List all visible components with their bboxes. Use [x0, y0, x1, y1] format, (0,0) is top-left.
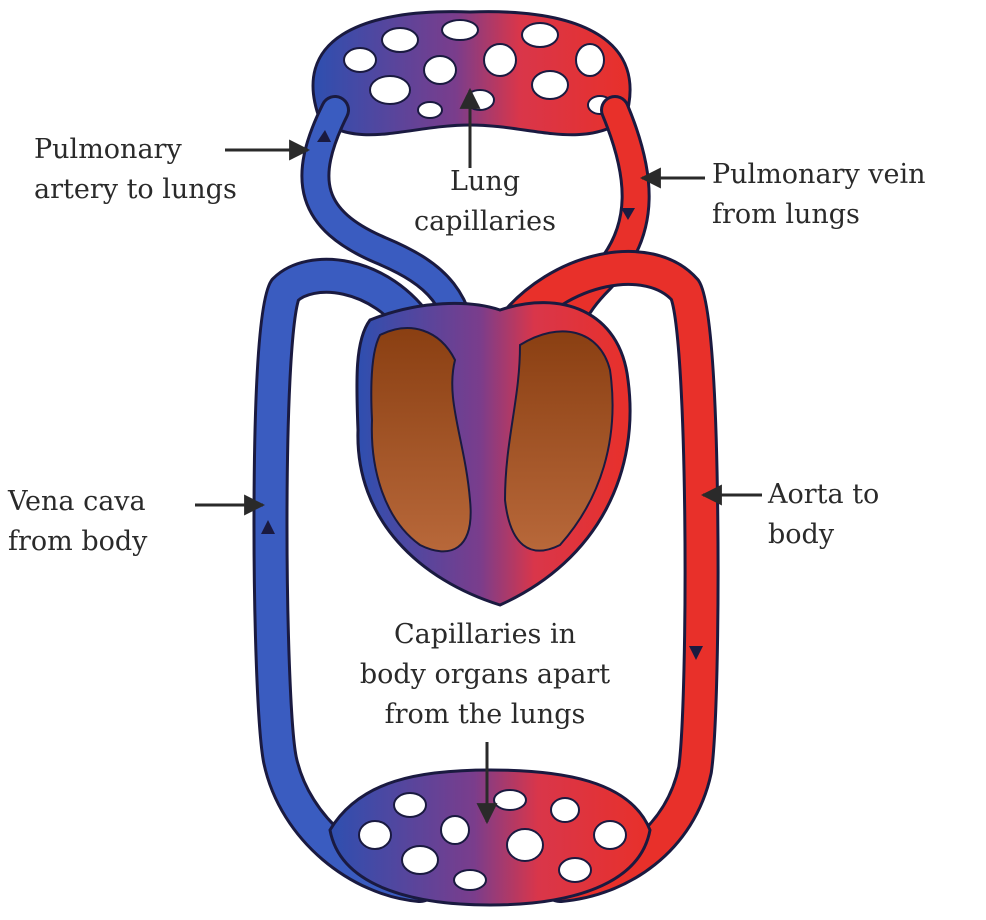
label-line: Pulmonary vein [712, 159, 926, 190]
pulmonary-vein-label: Pulmonary vein from lungs [712, 155, 926, 235]
label-line: capillaries [414, 206, 556, 237]
flow-arrows [261, 130, 703, 660]
pulmonary-artery-label: Pulmonary artery to lungs [34, 130, 237, 210]
label-line: from the lungs [384, 699, 586, 730]
label-line: Aorta to [768, 479, 880, 510]
left-heart-chambers [503, 330, 614, 552]
label-line: artery to lungs [34, 174, 237, 205]
label-line: Vena cava [8, 486, 146, 517]
lung-capillary-bed [311, 10, 632, 137]
label-line: Pulmonary [34, 134, 182, 165]
right-heart-chambers [370, 327, 472, 553]
label-line: Capillaries in [393, 619, 577, 650]
body-capillaries-label: Capillaries in body organs apart from th… [330, 615, 640, 735]
label-line: Lung [450, 166, 520, 197]
label-line: body [768, 519, 835, 550]
body-capillary-bed [328, 768, 652, 907]
vena-cava-label: Vena cava from body [8, 482, 147, 562]
pointer-lines [195, 87, 762, 825]
heart [355, 301, 632, 607]
label-line: body organs apart [359, 659, 611, 690]
label-line: from lungs [712, 199, 860, 230]
label-line: from body [8, 526, 148, 557]
aorta-label: Aorta to body [768, 475, 879, 555]
lung-capillaries-label: Lung capillaries [395, 162, 575, 242]
